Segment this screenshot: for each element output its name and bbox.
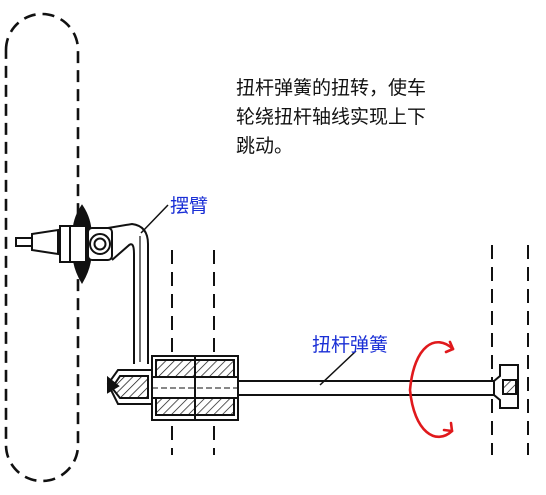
- wheel-hub: [15, 204, 113, 285]
- frame-dashed-lines: [171, 245, 529, 455]
- bearing-housing: [151, 355, 239, 421]
- swing-arm: [107, 222, 149, 364]
- curved-arrow-icon: [408, 340, 455, 438]
- label-swing-arm: 摆臂: [170, 195, 209, 217]
- arm-end-clamp: [106, 369, 153, 405]
- caption-text: 扭杆弹簧的扭转，使车 轮绕扭杆轴线实现上下 跳动。: [236, 74, 426, 161]
- leader-torsion-spring: [319, 350, 357, 386]
- torsion-bar-anchor: [493, 364, 519, 409]
- caption-line: 轮绕扭杆轴线实现上下: [236, 106, 427, 128]
- label-torsion-spring: 扭杆弹簧: [312, 334, 389, 356]
- caption-line: 扭杆弹簧的扭转，使车: [236, 77, 427, 99]
- leader-swing-arm: [140, 204, 169, 234]
- caption-line: 跳动。: [236, 135, 294, 157]
